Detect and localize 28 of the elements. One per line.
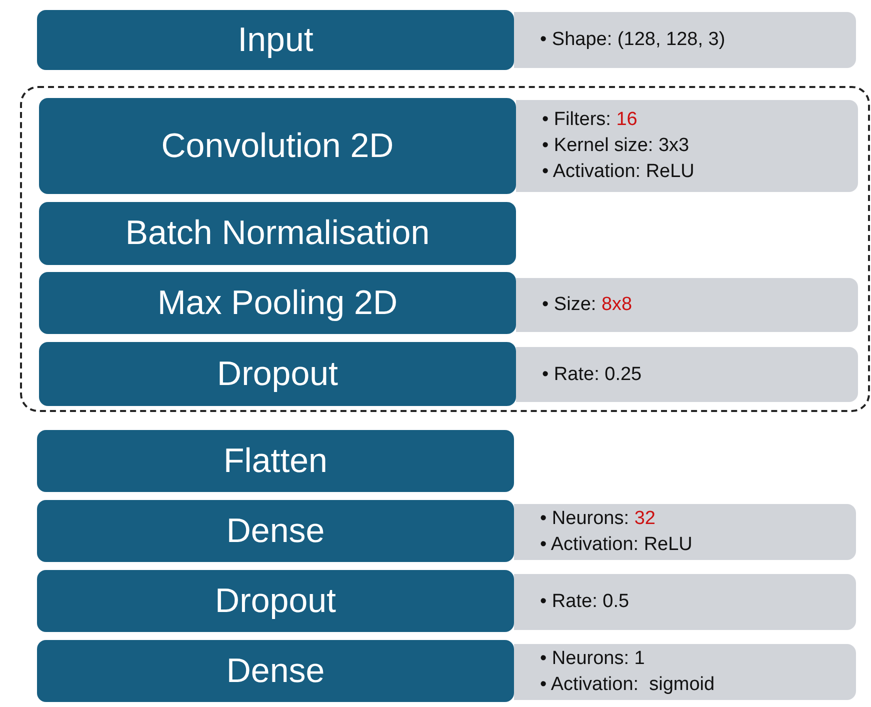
layer-box: Dense: [37, 640, 514, 702]
parameter-text: • Neurons: 1: [540, 648, 646, 670]
parameter-text: • Neurons: 32: [540, 508, 656, 530]
dashed-group-outline: [20, 86, 870, 412]
parameter-text: • Kernel size: 3x3: [542, 135, 690, 157]
parameter-text: • Rate: 0.25: [542, 364, 643, 386]
parameter-panel: [514, 644, 856, 700]
parameter-text: • Shape: (128, 128, 3): [540, 29, 726, 51]
parameter-text: • Activation: ReLU: [540, 534, 694, 556]
parameter-text: • Filters: 16: [542, 109, 638, 131]
parameter-panel: [516, 347, 858, 402]
parameter-text: • Rate: 0.5: [540, 591, 630, 613]
layer-box: Convolution 2D: [39, 98, 516, 194]
layer-box: Dropout: [39, 342, 516, 406]
layer-box: Dense: [37, 500, 514, 562]
layer-box: Max Pooling 2D: [39, 272, 516, 334]
layer-box: Dropout: [37, 570, 514, 632]
parameter-panel: [514, 574, 856, 630]
parameter-panel: [514, 12, 856, 68]
parameter-text: • Activation: ReLU: [542, 161, 696, 183]
parameter-panel: [516, 278, 858, 332]
parameter-text: • Activation: sigmoid: [540, 674, 716, 696]
parameter-panel: [514, 504, 856, 560]
layer-box: Input: [37, 10, 514, 70]
parameter-panel: [516, 100, 858, 192]
layer-box: Flatten: [37, 430, 514, 492]
parameter-text: • Size: 8x8: [542, 294, 634, 316]
layer-box: Batch Normalisation: [39, 202, 516, 265]
